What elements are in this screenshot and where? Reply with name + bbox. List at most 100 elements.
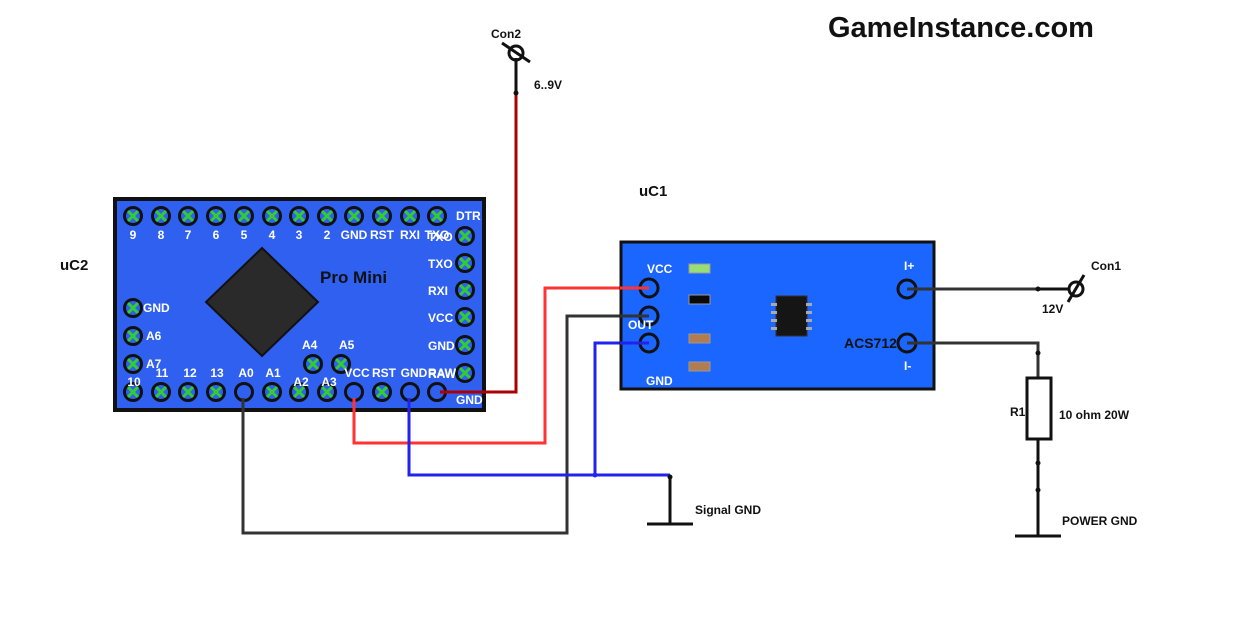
not-connected-icon [320, 209, 334, 223]
pin-bottom[interactable] [206, 382, 226, 402]
pin-label: GND [428, 339, 455, 353]
resistor-r1[interactable] [1025, 376, 1053, 441]
pin-top[interactable] [206, 206, 226, 226]
con1-connector-icon[interactable] [1066, 274, 1086, 303]
wire-signal-out [241, 314, 648, 535]
con1-value: 12V [1042, 302, 1063, 316]
part-label: ACS712 [844, 335, 897, 351]
pin-top[interactable] [262, 206, 282, 226]
smd-component-icon [688, 294, 711, 305]
led-icon [688, 263, 711, 274]
pin-bottom[interactable] [178, 382, 198, 402]
pin-label: TXO [425, 228, 450, 242]
wire-vcc [352, 286, 648, 445]
pin-left[interactable] [123, 298, 143, 318]
pin-label: RAW [428, 366, 457, 380]
pin-label: VCC [344, 366, 370, 380]
power-gnd-label: POWER GND [1062, 514, 1138, 528]
not-connected-icon [320, 385, 334, 399]
pin-label: GND [401, 366, 428, 380]
junction-dot [1035, 350, 1041, 356]
con2-value: 6..9V [534, 78, 562, 92]
pin-label: RAW [428, 367, 457, 381]
pin-top[interactable] [123, 206, 143, 226]
wire-power-out [907, 341, 1040, 378]
pin-label: 4 [269, 228, 276, 242]
pin-bottom[interactable] [123, 382, 143, 402]
pin-top[interactable] [317, 206, 337, 226]
pin-right[interactable] [455, 280, 475, 300]
not-connected-icon [375, 385, 389, 399]
pin-right[interactable] [455, 226, 475, 246]
pin-right[interactable] [455, 363, 475, 383]
pin-top[interactable] [289, 206, 309, 226]
signal-gnd-label: Signal GND [695, 503, 761, 517]
pin-top[interactable] [151, 206, 171, 226]
not-connected-icon [265, 385, 279, 399]
pin-top[interactable] [400, 206, 420, 226]
smd-resistor-icon [688, 333, 711, 344]
pin-bottom[interactable] [151, 382, 171, 402]
pin-top[interactable] [372, 206, 392, 226]
smd-resistor-icon [688, 361, 711, 372]
not-connected-icon [458, 283, 472, 297]
pin-label: GND [143, 301, 170, 315]
signal-gnd-symbol [647, 474, 693, 526]
pin-bottom[interactable] [262, 382, 282, 402]
pin-bottom[interactable] [289, 382, 309, 402]
not-connected-icon [181, 385, 195, 399]
uc2-designator: uC2 [60, 257, 88, 274]
pin-right[interactable] [455, 253, 475, 273]
pin-label: 3 [296, 228, 303, 242]
board-label: Pro Mini [320, 268, 387, 287]
pin-bottom[interactable] [372, 382, 392, 402]
site-title: GameInstance.com [828, 12, 1094, 44]
not-connected-icon [126, 329, 140, 343]
pin-label: 5 [241, 228, 248, 242]
pin-right[interactable] [455, 307, 475, 327]
not-connected-icon [126, 357, 140, 371]
not-connected-icon [237, 209, 251, 223]
pin-label: RXI [428, 284, 448, 298]
pin-label: GND [456, 393, 483, 407]
pin-label-vcc: VCC [647, 262, 673, 276]
pin-label: 12 [183, 366, 197, 380]
pin-left[interactable] [123, 326, 143, 346]
pin-label: A6 [146, 329, 162, 343]
not-connected-icon [403, 209, 417, 223]
not-connected-icon [292, 209, 306, 223]
pin-label: GND [341, 228, 368, 242]
pin-label: A7 [146, 357, 162, 371]
con2-connector-icon[interactable] [501, 41, 531, 64]
pin-top[interactable] [178, 206, 198, 226]
pin-label: 8 [158, 228, 165, 242]
pin-label: 7 [185, 228, 192, 242]
pin-right[interactable] [455, 335, 475, 355]
junction-dot [592, 472, 598, 478]
pin-label: 9 [130, 228, 137, 242]
pin-label: 13 [210, 366, 224, 380]
pin-label: TXO [428, 257, 453, 271]
not-connected-icon [458, 338, 472, 352]
not-connected-icon [458, 256, 472, 270]
r1-designator: R1 [1010, 405, 1026, 419]
pin-a5[interactable] [331, 354, 351, 374]
not-connected-icon [430, 209, 444, 223]
pin-label: 11 [156, 366, 169, 380]
pin-top[interactable] [427, 206, 447, 226]
pin-top[interactable] [344, 206, 364, 226]
junction-dot [1035, 460, 1041, 466]
pin-top[interactable] [234, 206, 254, 226]
not-connected-icon [209, 209, 223, 223]
not-connected-icon [458, 366, 472, 380]
mcu-chip-icon [204, 246, 320, 358]
pin-a4[interactable] [303, 354, 323, 374]
pin-label: A3 [321, 375, 337, 389]
con2-designator: Con2 [491, 27, 521, 41]
pin-left[interactable] [123, 354, 143, 374]
pin-label: RXI [400, 228, 420, 242]
pin-bottom[interactable] [317, 382, 337, 402]
pin-label: A1 [265, 366, 281, 380]
